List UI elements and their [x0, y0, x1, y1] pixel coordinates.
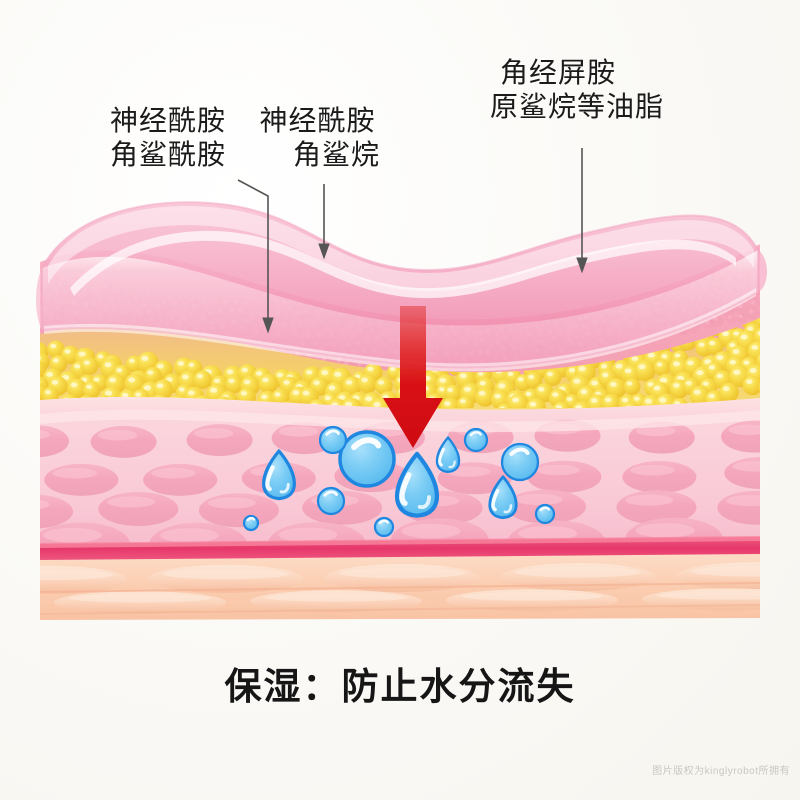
dermis-layer [40, 397, 760, 550]
label-middle-line1: 神经酰胺 [259, 105, 376, 136]
subcutis-layer [40, 554, 760, 620]
label-middle: 神经酰胺角鲨烷 [255, 104, 380, 172]
leader-line-right [576, 148, 588, 274]
label-right-line1: 角经屏胺 [500, 57, 617, 88]
label-middle-line2: 角鲨烷 [293, 139, 381, 170]
leader-line-left [237, 179, 274, 334]
watermark: 图片版权为kinglyrobot所拥有 [652, 766, 790, 777]
penetration-arrow [383, 306, 443, 448]
caption: 保湿：防止水分流失 [224, 666, 576, 707]
label-right-line2: 原鲨烷等油脂 [490, 91, 665, 122]
label-right: 角经屏胺原鲨烷等油脂 [490, 56, 664, 124]
leader-line-middle [318, 184, 330, 260]
lipid-barrier-slab [36, 201, 767, 372]
label-left-line2: 角鲨酰胺 [110, 139, 227, 170]
label-left: 神经酰胺角鲨酰胺 [110, 104, 226, 172]
label-left-line1: 神经酰胺 [110, 105, 227, 136]
water-droplets [242, 425, 556, 538]
leader-lines [237, 148, 588, 334]
